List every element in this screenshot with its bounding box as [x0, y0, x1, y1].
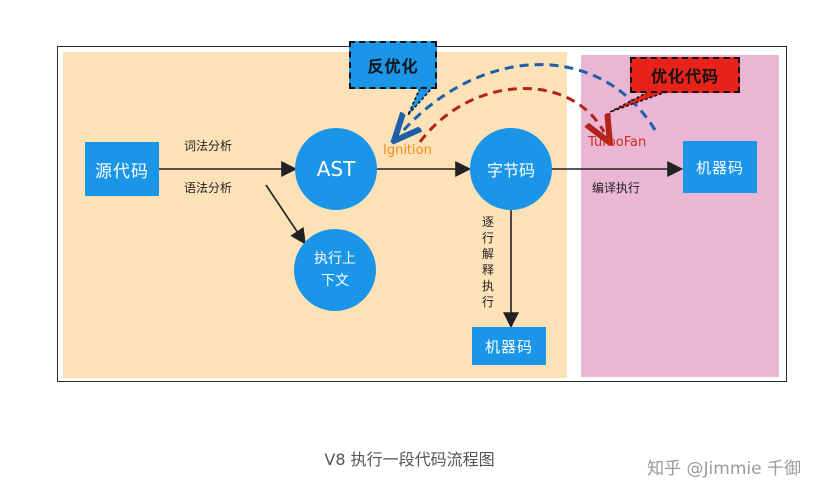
jit-machine-code-label: 机器码: [695, 158, 744, 177]
compile-execute-label: 编译执行: [592, 181, 641, 195]
optimizer-zone: [581, 55, 779, 377]
interp-machine-code-box: 机器码: [472, 327, 546, 365]
source-code-label: 源代码: [95, 161, 149, 182]
source-code-box: 源代码: [85, 142, 159, 196]
ignition-label: Ignition: [383, 143, 432, 158]
arrow-source-to-context: [265, 184, 306, 245]
optimize-callout-tail: [609, 91, 667, 113]
bytecode-label: 字节码: [486, 161, 535, 180]
jit-machine-code-box: 机器码: [683, 141, 757, 193]
ast-circle: AST: [295, 128, 377, 210]
optimize-callout-label: 优化代码: [650, 67, 719, 86]
watermark: 知乎 @Jimmie 千御: [647, 459, 801, 479]
execution-context-circle: 执行上下文: [294, 229, 376, 311]
ast-label: AST: [316, 157, 356, 181]
optimize-arrow: [418, 87, 604, 142]
deopt-callout-tail: [407, 87, 434, 116]
interp-machine-code-label: 机器码: [484, 337, 533, 356]
optimize-callout: 优化代码: [630, 57, 740, 93]
figure-caption: V8 执行一段代码流程图: [324, 450, 495, 469]
deopt-arrow: [402, 63, 657, 132]
deopt-callout: 反优化: [349, 41, 437, 89]
deopt-callout-label: 反优化: [367, 57, 419, 76]
bytecode-circle: 字节码: [470, 128, 552, 210]
interpreter-zone: [63, 52, 567, 378]
interpret-execute-label: 逐行解释执行: [481, 215, 494, 309]
turbofan-label: TurboFan: [588, 135, 647, 150]
lexical-analysis-label: 词法分析: [184, 139, 233, 153]
syntax-analysis-label: 语法分析: [184, 181, 233, 195]
execution-context-label: 执行上下文: [314, 251, 356, 289]
